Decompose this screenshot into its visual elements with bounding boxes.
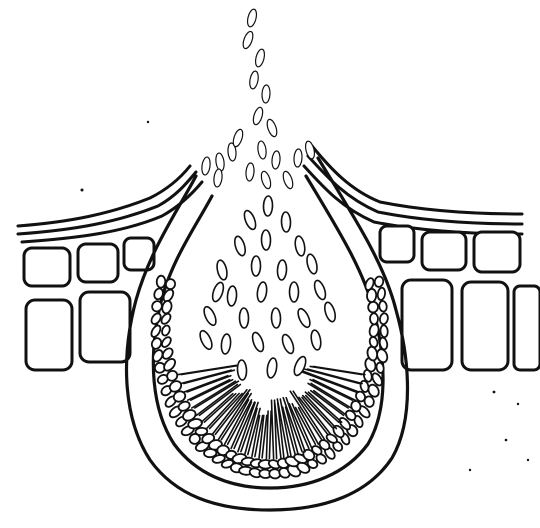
spore-cirrhus (201, 8, 316, 190)
cirrhus-spore (293, 149, 302, 168)
cirrhus-spore (213, 169, 223, 188)
wall-cell (377, 287, 386, 300)
spore (251, 256, 260, 276)
wall-cell (150, 312, 163, 326)
spore (263, 196, 273, 216)
cirrhus-spore (215, 153, 225, 172)
wall-cell (379, 313, 389, 325)
wall-cell (160, 312, 173, 325)
wall-cell (379, 301, 388, 313)
spore (281, 212, 291, 232)
spore (271, 308, 281, 328)
wall-cell (370, 313, 378, 324)
spore (227, 286, 237, 307)
spore (261, 230, 270, 250)
spore (290, 282, 299, 302)
cirrhus-spore (254, 48, 266, 67)
spore (294, 235, 306, 256)
conidiophore (269, 411, 271, 459)
wall-cell (150, 337, 163, 351)
cirrhus-spore (246, 8, 258, 27)
cirrhus-spore (241, 30, 255, 50)
cirrhus-spore (304, 140, 316, 159)
spore (323, 301, 337, 323)
spore (310, 329, 322, 350)
cirrhus-spore (260, 170, 273, 190)
spore (256, 281, 268, 302)
wall-cell (374, 276, 384, 288)
spore (215, 259, 228, 281)
spore (198, 329, 215, 351)
cirrhus-spore (257, 141, 267, 160)
spore (242, 209, 258, 231)
cirrhus-spore (262, 85, 271, 103)
spore (237, 360, 247, 380)
spore (233, 235, 247, 257)
wall-cell (161, 300, 173, 315)
spore (296, 307, 313, 329)
spore (266, 357, 278, 378)
spores-in-cavity (198, 196, 338, 380)
wall-cell (156, 275, 165, 287)
wall-cell (380, 325, 388, 338)
wall-cell (150, 324, 163, 339)
cirrhus-spore (281, 170, 294, 190)
spore (210, 281, 225, 303)
cirrhus-spore (245, 163, 255, 182)
spore (250, 331, 265, 353)
cirrhus-spore (248, 70, 259, 89)
wall-cell (367, 301, 379, 313)
spore (305, 253, 319, 275)
spore (239, 308, 248, 328)
conidiophore (272, 400, 274, 458)
cirrhus-spore (231, 128, 244, 148)
cirrhus-spore (271, 151, 281, 170)
wall-cell (161, 324, 172, 336)
spore (277, 260, 287, 280)
spore (202, 305, 219, 327)
cuticle-left (18, 166, 202, 242)
wall-cell (160, 336, 172, 349)
spore (312, 279, 327, 301)
cirrhus-spore (201, 157, 211, 176)
cirrhus-spore (265, 118, 278, 138)
cirrhus-spore (252, 106, 265, 126)
spore (220, 334, 231, 355)
spore (280, 333, 296, 355)
